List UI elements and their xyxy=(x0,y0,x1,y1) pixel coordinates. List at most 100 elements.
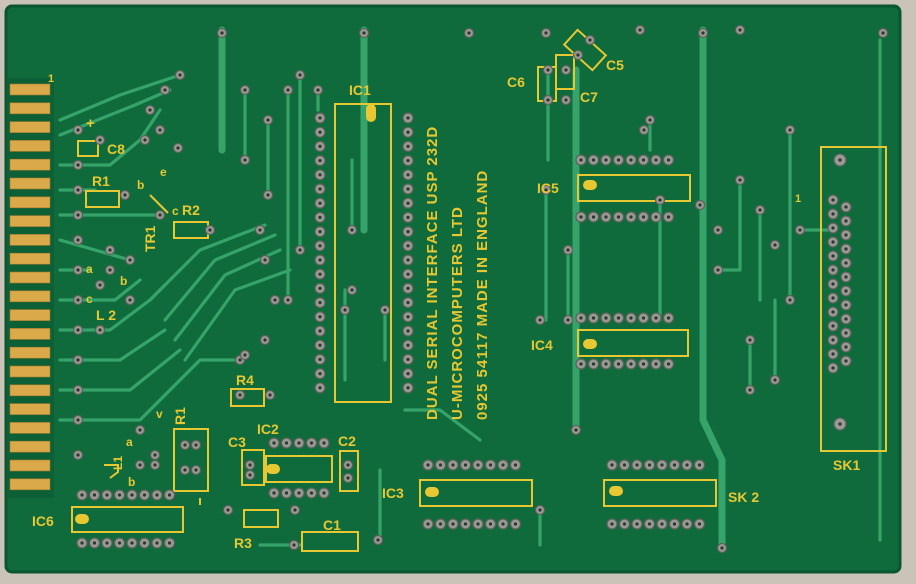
drill-hole xyxy=(138,428,142,432)
drill-hole xyxy=(738,28,742,32)
drill-hole xyxy=(158,128,162,132)
drill-hole xyxy=(566,318,570,322)
drill-hole xyxy=(128,258,132,262)
label-c2: C2 xyxy=(338,433,356,449)
board-title-line-2: U-MICROCOMPUTERS LTD xyxy=(449,206,466,420)
drill-hole xyxy=(142,493,147,497)
drill-hole xyxy=(248,463,252,467)
drill-hole xyxy=(108,268,112,272)
drill-hole xyxy=(647,463,652,467)
label-c3: C3 xyxy=(228,434,246,450)
drill-hole xyxy=(831,338,835,342)
edge-finger xyxy=(9,459,51,472)
mark-pin1-edge: 1 xyxy=(48,73,54,85)
drill-hole xyxy=(318,301,322,305)
drill-hole xyxy=(272,441,276,445)
drill-hole xyxy=(641,362,646,366)
drill-hole xyxy=(513,463,518,467)
drill-hole xyxy=(476,522,480,526)
drill-hole xyxy=(248,473,252,477)
drill-hole xyxy=(610,463,614,467)
drill-hole xyxy=(406,116,410,120)
drill-hole xyxy=(698,203,702,207)
drill-hole xyxy=(831,352,835,356)
drill-hole xyxy=(831,296,835,300)
drill-hole xyxy=(467,31,471,35)
drill-hole xyxy=(844,303,848,307)
drill-hole xyxy=(406,173,410,177)
edge-finger xyxy=(9,328,51,340)
drill-hole xyxy=(178,73,182,77)
drill-hole xyxy=(844,233,848,237)
drill-hole xyxy=(642,128,646,132)
drill-hole xyxy=(76,188,80,192)
drill-hole xyxy=(406,357,410,361)
drill-hole xyxy=(844,289,848,293)
drill-hole xyxy=(579,215,583,219)
drill-hole xyxy=(318,258,322,262)
edge-finger xyxy=(9,346,51,359)
drill-hole xyxy=(158,213,162,217)
drill-hole xyxy=(80,493,84,497)
edge-finger xyxy=(9,140,51,152)
drill-hole xyxy=(243,158,247,162)
drill-hole xyxy=(406,315,410,319)
drill-hole xyxy=(153,453,157,457)
label-c1: C1 xyxy=(323,517,341,533)
label-c5: C5 xyxy=(606,57,624,73)
drill-hole xyxy=(635,522,639,526)
drill-hole xyxy=(383,308,387,312)
edge-finger xyxy=(9,478,51,491)
drill-hole xyxy=(838,158,842,162)
drill-hole xyxy=(538,318,542,322)
drill-hole xyxy=(297,491,301,495)
drill-hole xyxy=(488,463,493,467)
drill-hole xyxy=(831,226,835,230)
edge-finger xyxy=(9,422,51,434)
drill-hole xyxy=(98,138,102,142)
pcb-substrate xyxy=(6,6,900,572)
drill-hole xyxy=(318,130,322,134)
drill-hole xyxy=(406,343,410,347)
drill-hole xyxy=(105,541,109,545)
label-ic6: IC6 xyxy=(32,513,54,529)
drill-hole xyxy=(666,158,671,162)
drill-hole xyxy=(243,88,247,92)
drill-hole xyxy=(758,208,762,212)
drill-hole xyxy=(451,522,455,526)
drill-hole xyxy=(318,315,322,319)
drill-hole xyxy=(438,463,443,467)
mark-b1: b xyxy=(137,178,144,192)
drill-hole xyxy=(266,193,270,197)
drill-hole xyxy=(488,522,493,526)
drill-hole xyxy=(406,130,410,134)
drill-hole xyxy=(438,522,443,526)
label-c8: C8 xyxy=(107,141,125,157)
drill-hole xyxy=(316,88,320,92)
drill-hole xyxy=(716,228,720,232)
drill-hole xyxy=(406,301,410,305)
drill-hole xyxy=(322,491,326,495)
drill-hole xyxy=(622,522,627,526)
drill-hole xyxy=(226,508,230,512)
edge-finger xyxy=(9,215,51,227)
drill-hole xyxy=(513,522,518,526)
drill-hole xyxy=(298,248,302,252)
drill-hole xyxy=(604,215,608,219)
drill-hole xyxy=(610,522,614,526)
edge-finger xyxy=(9,83,51,96)
drill-hole xyxy=(697,463,702,467)
edge-finger xyxy=(9,121,51,133)
drill-hole xyxy=(672,463,677,467)
drill-hole xyxy=(263,338,267,342)
drill-hole xyxy=(538,508,542,512)
drill-hole xyxy=(844,345,848,349)
drill-hole xyxy=(616,362,621,366)
edge-finger xyxy=(9,271,51,284)
drill-hole xyxy=(167,493,172,497)
edge-finger xyxy=(9,365,51,378)
label-ic1: IC1 xyxy=(349,82,371,98)
drill-hole xyxy=(579,362,583,366)
drill-hole xyxy=(638,28,642,32)
drill-hole xyxy=(831,198,835,202)
